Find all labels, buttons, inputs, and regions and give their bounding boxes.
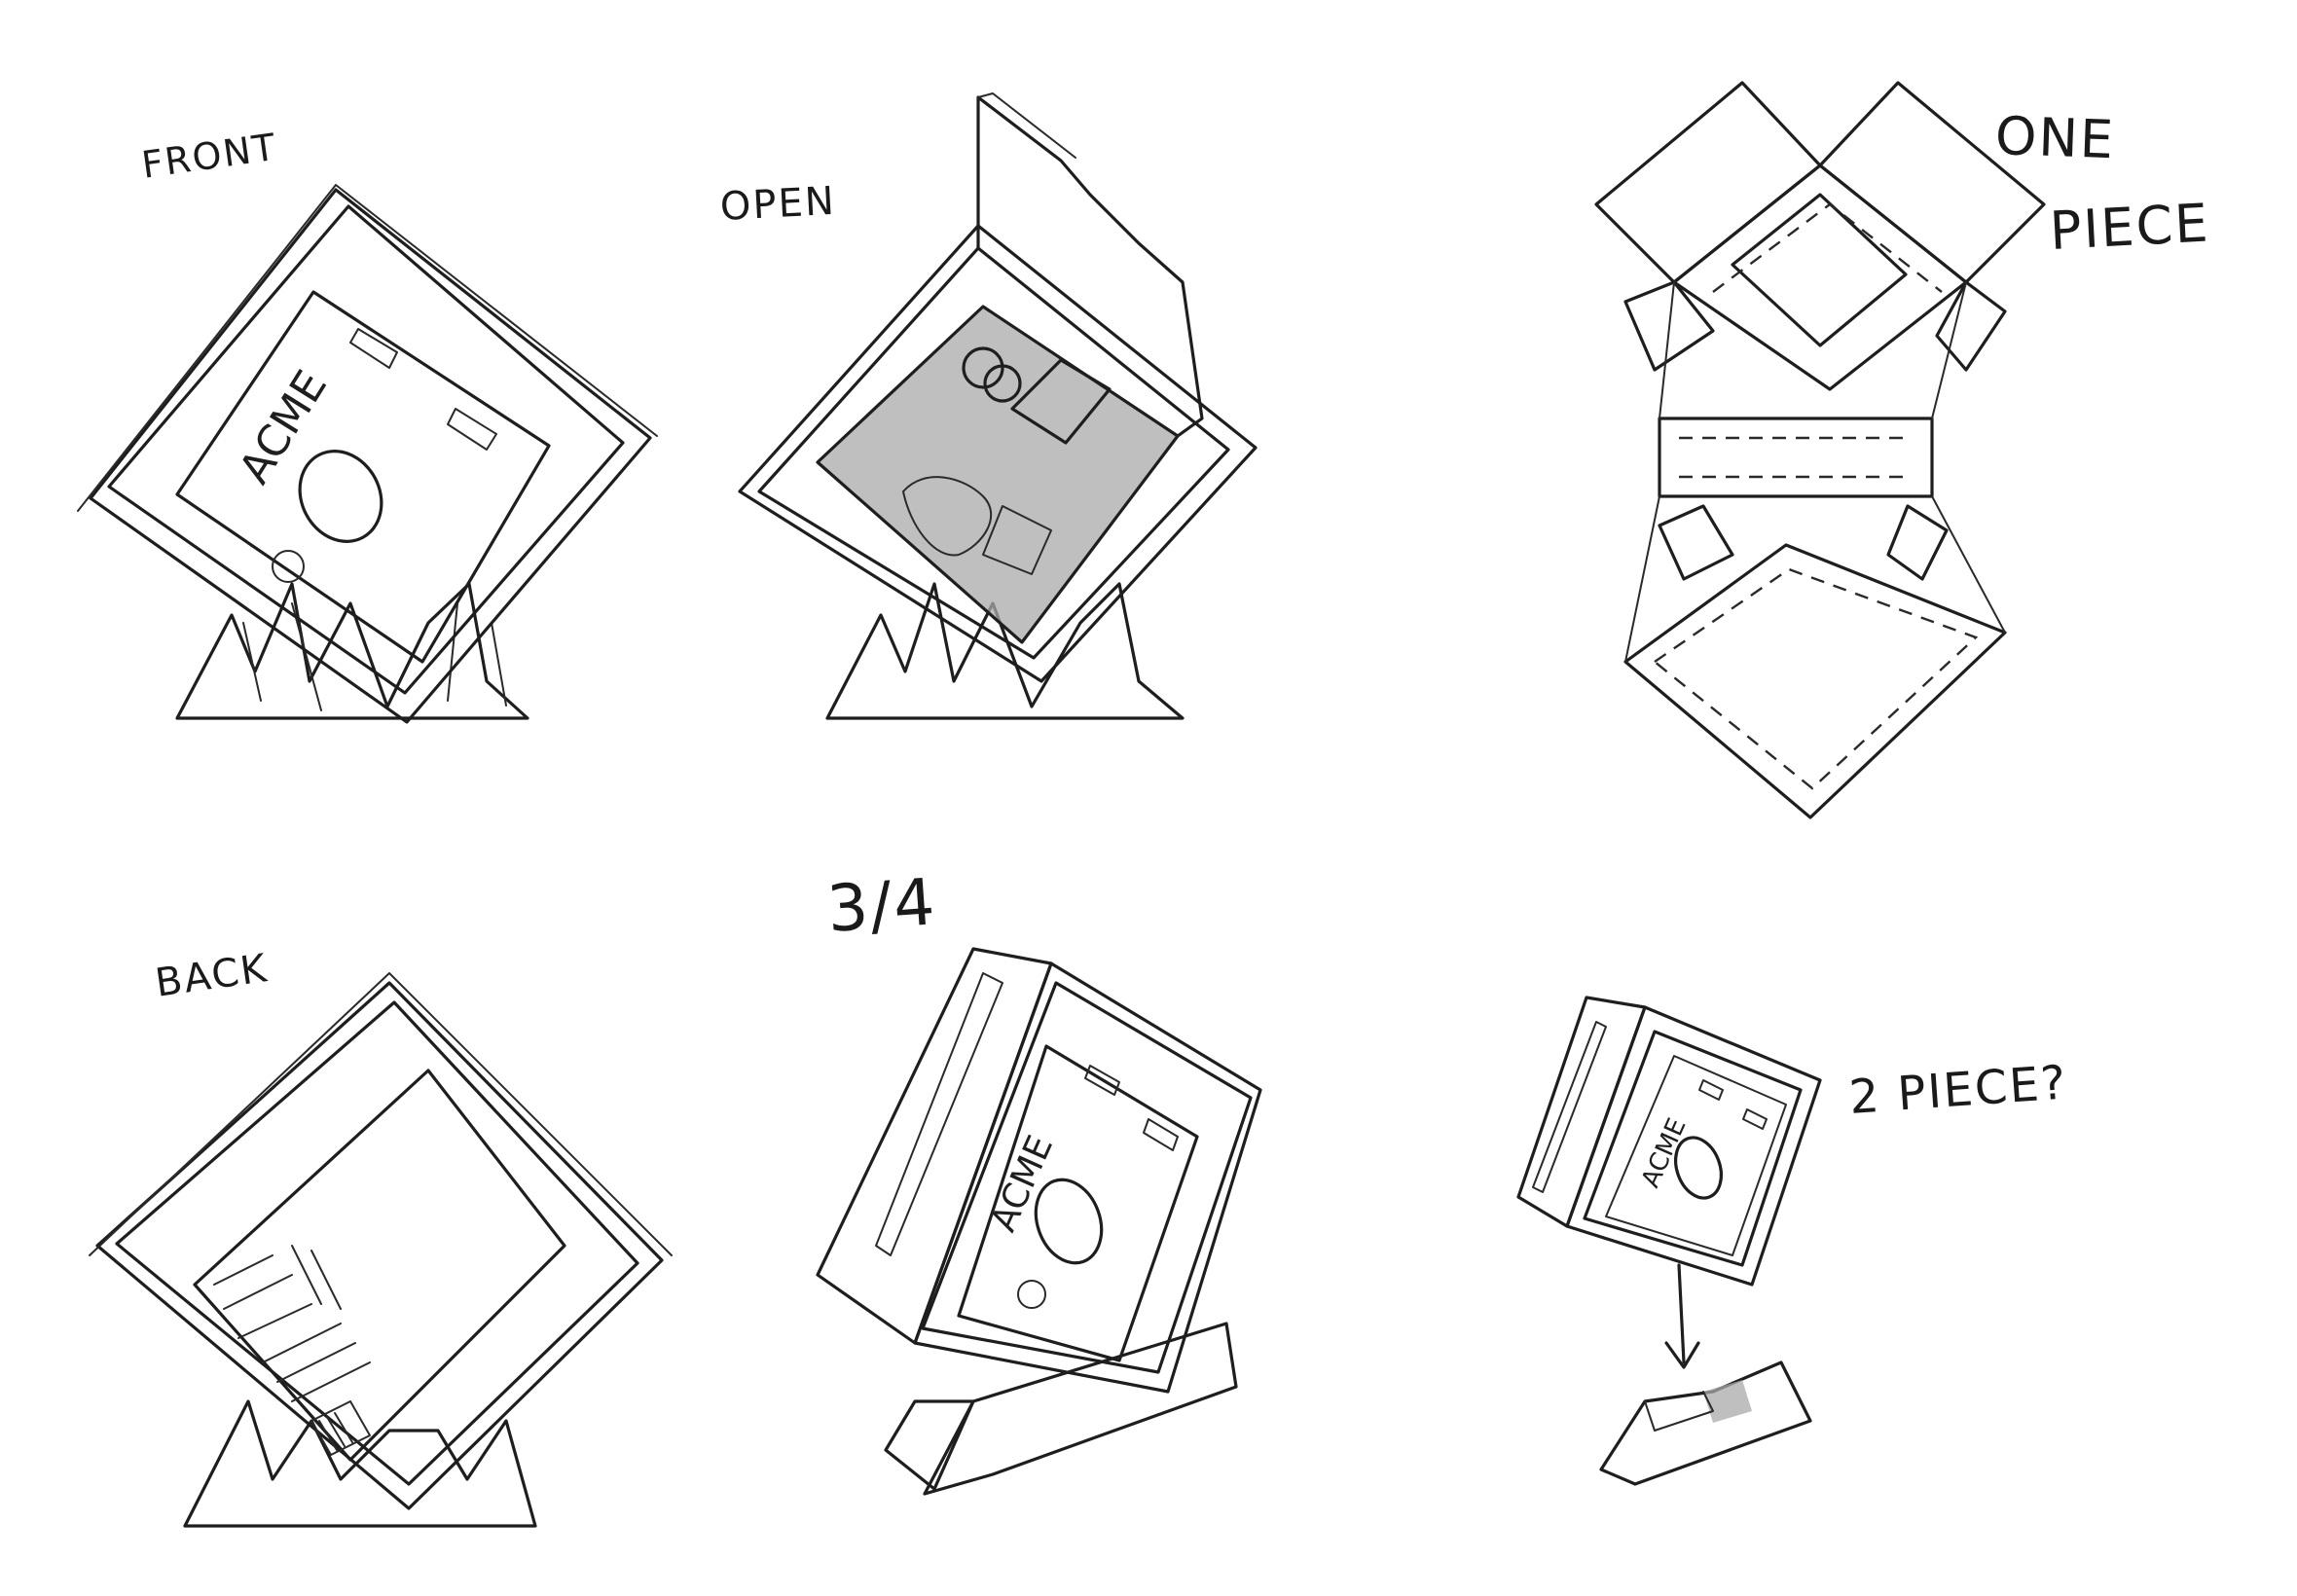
one-piece-dieline-sketch xyxy=(1594,81,2046,819)
front-brand-text: ACME xyxy=(230,362,337,492)
two-piece-package-sketch: ACME xyxy=(1516,996,1822,1486)
open-package-sketch xyxy=(738,92,1258,720)
three-quarter-package-sketch: ACME xyxy=(816,947,1262,1496)
back-package-sketch xyxy=(89,972,673,1528)
front-package-sketch: ACME xyxy=(77,184,658,724)
